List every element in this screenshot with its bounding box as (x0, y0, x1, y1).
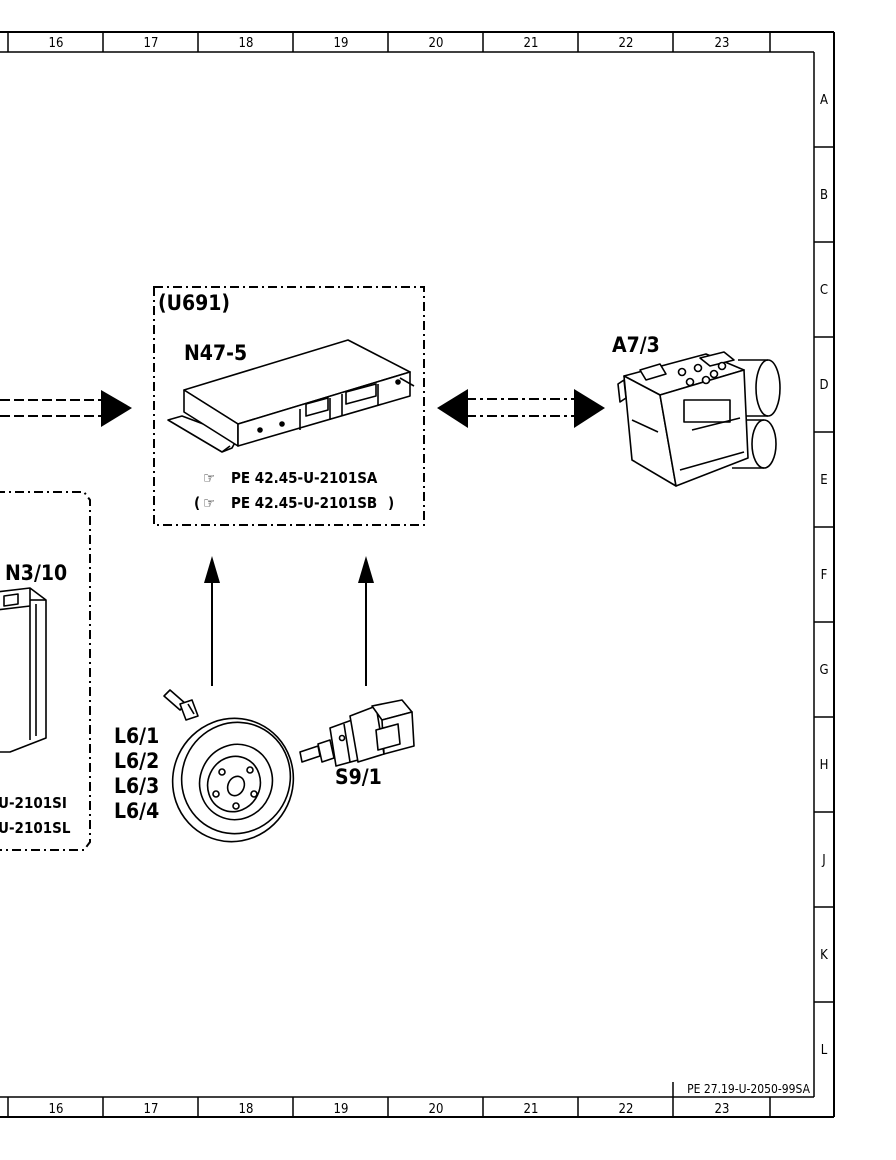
col-label: 20 (429, 36, 444, 51)
arrowhead-up-icon (358, 556, 374, 583)
reference-sa: PE 42.45-U-2101SA (231, 469, 378, 487)
col-label: 17 (144, 1102, 159, 1117)
arrowhead-right-icon (101, 390, 132, 427)
component-label-l6-4: L6/4 (114, 799, 159, 823)
col-label: 21 (524, 36, 539, 51)
column-dividers-top (7, 32, 771, 52)
col-label: 19 (334, 36, 349, 51)
row-label: D (819, 378, 828, 393)
reference-sl: U-2101SL (0, 819, 71, 837)
column-labels-bottom: 16 17 18 19 20 21 22 23 (49, 1102, 730, 1117)
col-label: 22 (619, 36, 634, 51)
sheet-frame (0, 31, 835, 1118)
row-label: B (820, 188, 828, 203)
reference-si: U-2101SI (0, 794, 67, 812)
bus-arrow-bidirectional (437, 389, 605, 428)
arrowhead-left-icon (437, 389, 468, 428)
reference-sb: PE 42.45-U-2101SB (231, 494, 377, 512)
control-unit-icon (167, 339, 415, 453)
arrowhead-up-icon (204, 556, 220, 583)
component-label-l6-2: L6/2 (114, 749, 159, 773)
row-labels: A B C D E F G H J K L (819, 93, 828, 1058)
signal-arrow-wheel-sensors (204, 556, 220, 686)
speed-sensor-icon (163, 689, 199, 721)
brake-disc-icon (171, 717, 295, 843)
pointer-hand-icon: ☞ (203, 494, 215, 512)
bus-arrow-left (0, 390, 132, 427)
col-label: 23 (715, 36, 730, 51)
wheel-speed-sensors: L6/1 L6/2 L6/3 L6/4 (114, 689, 295, 843)
signal-arrow-switch (358, 556, 374, 686)
column-dividers-bottom (7, 1082, 771, 1117)
row-label: L (821, 1043, 828, 1058)
variant-code: (U691) (158, 291, 230, 315)
component-label-a7-3: A7/3 (612, 333, 660, 357)
engine-control-unit-icon (0, 587, 47, 753)
row-label: G (819, 663, 828, 678)
column-labels-top: 16 17 18 19 20 21 22 23 (49, 36, 730, 51)
row-label: A (820, 93, 828, 108)
col-label: 22 (619, 1102, 634, 1117)
col-label: 20 (429, 1102, 444, 1117)
component-label-n3-10: N3/10 (5, 561, 67, 585)
component-label-l6-3: L6/3 (114, 774, 159, 798)
col-label: 18 (239, 1102, 254, 1117)
col-label: 16 (49, 36, 64, 51)
row-label: H (820, 758, 829, 773)
hydraulic-unit-icon (617, 351, 781, 487)
row-label: C (820, 283, 828, 298)
n47-5-group: (U691) N47-5 ☞ PE 42.45-U-2101SA ( ☞ PE … (153, 286, 425, 526)
a7-3-hydraulic-unit: A7/3 (612, 333, 781, 487)
component-label-l6-1: L6/1 (114, 724, 159, 748)
row-label: E (820, 473, 827, 488)
n3-10-group: N3/10 U-2101SI U-2101SL (0, 491, 91, 851)
row-label: K (820, 948, 828, 963)
brake-light-switch-icon (299, 699, 415, 767)
reference-paren-close: ) (388, 494, 394, 512)
arrowhead-right-icon (574, 389, 605, 428)
col-label: 19 (334, 1102, 349, 1117)
col-label: 23 (715, 1102, 730, 1117)
col-label: 18 (239, 36, 254, 51)
component-label-s9-1: S9/1 (335, 765, 382, 789)
s9-1-switch: S9/1 (299, 699, 415, 789)
component-label-n47-5: N47-5 (184, 341, 247, 365)
col-label: 17 (144, 36, 159, 51)
col-label: 16 (49, 1102, 64, 1117)
row-dividers (814, 146, 834, 1003)
document-number: PE 27.19-U-2050-99SA (687, 1082, 811, 1096)
col-label: 21 (524, 1102, 539, 1117)
row-label: J (821, 853, 825, 868)
row-label: F (821, 568, 828, 583)
pointer-hand-icon: ☞ (203, 469, 215, 487)
reference-paren-open: ( (194, 494, 200, 512)
